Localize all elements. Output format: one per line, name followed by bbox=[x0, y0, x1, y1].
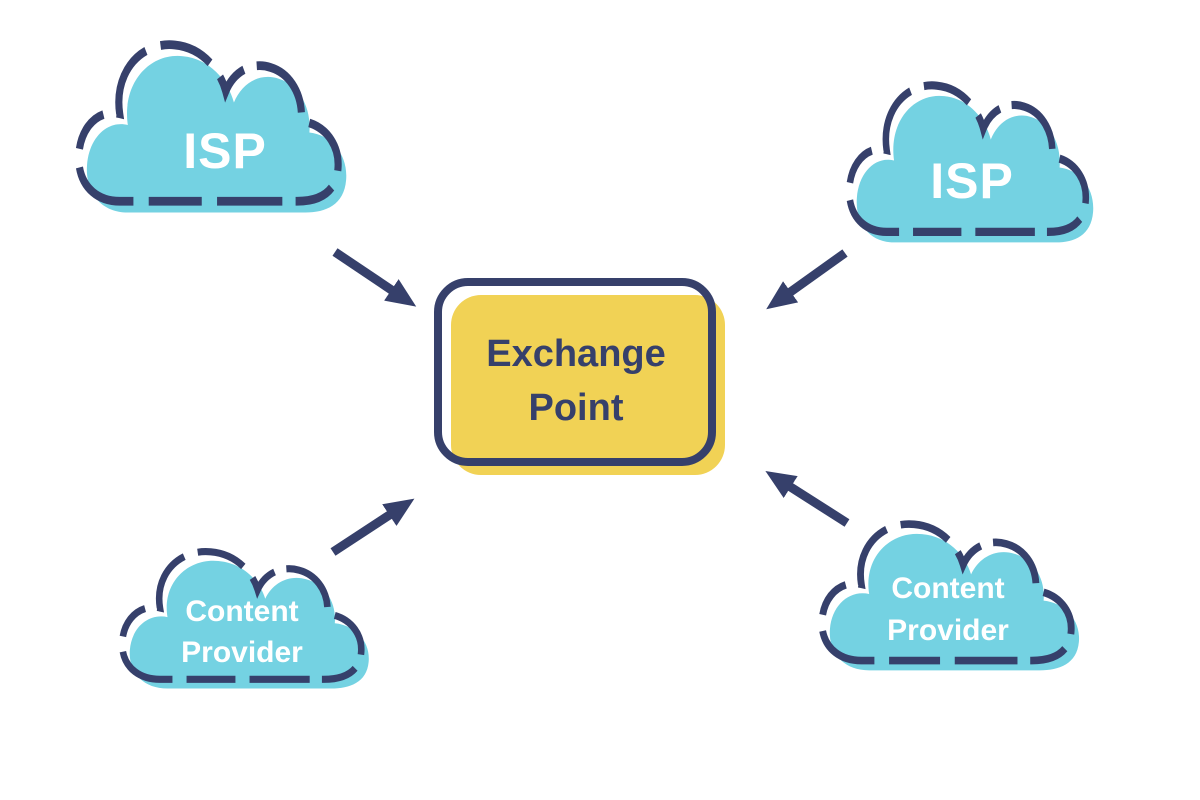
node-exchange-point: Exchange Point bbox=[434, 278, 725, 475]
exchange-point-fill bbox=[451, 295, 725, 475]
isp-top-right-label: ISP bbox=[930, 153, 1014, 209]
isp-top-left-label: ISP bbox=[183, 123, 267, 179]
node-content-provider-bottom-right: Content Provider bbox=[822, 524, 1080, 671]
exchange-point-label-line1: Exchange bbox=[486, 333, 666, 375]
content-provider-bottom-right-label-line1: Content bbox=[891, 572, 1004, 605]
content-provider-bottom-left-label-line1: Content bbox=[185, 595, 298, 628]
exchange-point-label-line2: Point bbox=[529, 387, 624, 429]
arrow-content-provider-bottom-left-to-exchange bbox=[330, 498, 415, 556]
node-content-provider-bottom-left: Content Provider bbox=[122, 552, 369, 689]
arrow-isp-top-right-to-exchange bbox=[766, 249, 848, 310]
content-provider-bottom-right-label-line2: Provider bbox=[887, 614, 1009, 647]
exchange-point-outline bbox=[434, 278, 716, 466]
node-isp-top-right: ISP bbox=[849, 85, 1094, 243]
arrow-content-provider-bottom-right-to-exchange bbox=[765, 470, 850, 527]
node-isp-top-left: ISP bbox=[79, 45, 347, 213]
arrow-isp-top-left-to-exchange bbox=[332, 248, 417, 307]
content-provider-bottom-left-label-line2: Provider bbox=[181, 636, 303, 669]
